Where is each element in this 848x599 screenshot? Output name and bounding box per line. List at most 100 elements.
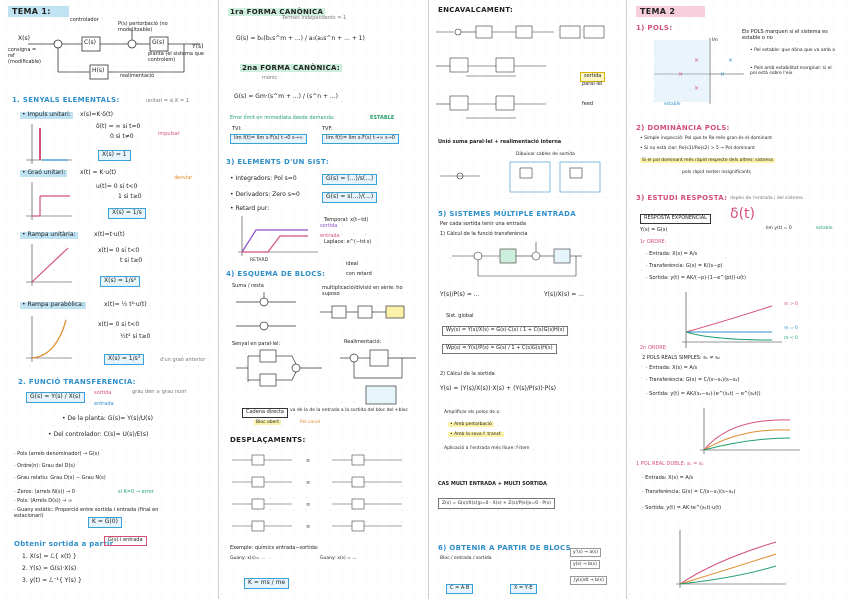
exemple-heading: Exemple: químics entrada−sortida:: [230, 546, 319, 552]
retard-plot: [238, 216, 318, 256]
column-divider: [218, 0, 219, 599]
impuls-note1: impulsar: [158, 132, 180, 138]
serie-diagram: [320, 304, 410, 332]
eq-yx: Y(s)/X(s) = ...: [544, 292, 584, 299]
ordre1-heading: 1r ORDRE:: [640, 240, 666, 246]
forma-1-eq: G(s) = b₀(b₁s^m + ...) / a₀(a₁s^n + ... …: [236, 36, 365, 43]
k-ratio-box: K = ms / me: [244, 578, 289, 589]
tema2-title: TEMA 2: [636, 6, 705, 17]
impuls-def1: δ(t) = ∞ si t=0: [96, 124, 140, 131]
dominancia-heading: 2) DOMINÀNCIA POLS:: [636, 124, 730, 132]
obtenir-heading-b: G(s) i entrada: [104, 536, 147, 546]
zeros-line: · Zeros: (arrels N(s)) → 0: [14, 490, 75, 496]
step-1: 1. X(s) = ℒ{ x(t) }: [22, 554, 77, 561]
parab-note: d'un graó anterior: [160, 358, 210, 364]
c-ab-box: C = A·B: [446, 584, 473, 594]
obtenir-blocs-heading: 6) OBTENIR A PARTIR DE BLOCS: [438, 544, 571, 552]
esquema-heading: 4) ESQUEMA DE BLOCS:: [226, 270, 325, 278]
grao-plot: [22, 182, 72, 220]
rampa-label: • Rampa unitària:: [20, 232, 78, 239]
x-ye-box: X = Y·E: [510, 584, 537, 594]
parab-def1: x(t)= 0 si t<0: [98, 322, 139, 329]
consigna-label: consigna = ref (modificable): [8, 48, 44, 65]
g-int-eq: G(s) = (...)/s(...): [322, 174, 377, 185]
dom-4: pols ràpid resten insignificants: [682, 170, 751, 175]
derivadors-line: • Derivadors: Zero s=0: [230, 192, 300, 199]
dom-3: Si el pol dominant més ràpid respecte de…: [640, 158, 775, 163]
elements-heading: 3) ELEMENTS D'UN SIST:: [226, 158, 329, 166]
forma-2-eq: G(s) = Gm·(s^m + ...) / (s^n + ...): [234, 94, 338, 101]
svg-text:≡: ≡: [306, 502, 310, 508]
x-signal-label: X(s): [18, 36, 30, 43]
impuls-note2: desviar: [174, 176, 192, 182]
tema1-title: TEMA 1:: [8, 6, 69, 17]
entrada-label: entrada: [94, 402, 114, 408]
list-item-1: y'(s) → a(s): [570, 548, 601, 557]
pols-line: · Pols (arrels denominador) → G(s): [14, 452, 99, 458]
ordre2-heading: 2n ORDRE:: [640, 346, 668, 352]
pols-note1: • Pol estable: que dóna que va amb a: [750, 48, 836, 53]
rampa-def1: x(t)= 0 si t<0: [98, 248, 139, 255]
planta-label: planta (el sistema que controlem): [148, 52, 206, 64]
svg-text:≡: ≡: [306, 480, 310, 486]
pole-plane-plot: ××× ××: [654, 38, 744, 104]
axis-im: Im: [712, 38, 718, 43]
suma-diagram: [236, 292, 306, 336]
multiple-nota: Per cada sortida tenir una entrada: [440, 222, 526, 228]
list-item-2: y(s) → b(s): [570, 560, 600, 569]
estudi-resposta-heading: 3) ESTUDI RESPOSTA:: [636, 194, 727, 202]
aplicar-note: Aplicació a l'entrada més lliure: f·item: [444, 446, 529, 451]
calc-sortida: 2) Càlcul de la sortida: [440, 372, 495, 378]
retard-label: RETARD: [250, 258, 268, 263]
retard-laplace: Laplace: e^(−td·s): [324, 240, 371, 246]
multi-multi-heading: CAS MULTI ENTRADA + MULTI SORTIDA: [438, 482, 547, 488]
svg-text:×: ×: [678, 71, 683, 78]
suma-label: Suma / resta: [232, 284, 264, 290]
dom-1: • Simple inspecció: Pol que te Re més gr…: [640, 136, 772, 141]
delta-symbol: δ(t): [730, 206, 755, 222]
rampa-plot: [22, 244, 72, 286]
guany2-label: Guany: x(s) = ...: [320, 556, 357, 561]
pols-note2: • Pols amb estabilitat marginal: si el p…: [750, 66, 836, 76]
impuls-eq: x(s)=K·δ(t): [80, 112, 113, 119]
amplif-b1: • Amb pertorbació: [448, 422, 494, 427]
pols-arrels-line: · Pols: (Arrels D(s)) → ∞: [14, 499, 72, 505]
mult-label: multiplicació/divisió en sèrie: ho supos…: [322, 286, 412, 298]
svg-text:×: ×: [694, 57, 699, 64]
forma-canonica-2-heading: 2na FORMA CANÒNICA:: [240, 64, 342, 72]
sortida2: · Sortida: y(t) = AK/(s₁−s₂)·(e^(s₁t) − …: [646, 392, 761, 398]
y-signal-label: Y(s): [192, 44, 203, 51]
impuls-plot: [22, 124, 72, 164]
desplacaments-diagrams: ≡≡≡≡: [232, 452, 412, 536]
blocs-note: Bloc / entrada / sortida: [440, 556, 492, 561]
lim-eq: lim y(t) = 0: [766, 226, 792, 231]
stable-region: estable: [664, 102, 681, 107]
retard-sortida: sortida: [320, 224, 337, 230]
cadena2-label: Bloc obert: [254, 420, 281, 425]
h-block-label: H(s): [92, 68, 104, 75]
parab-plot: [22, 316, 72, 362]
column-divider: [626, 0, 627, 599]
entrada1: · Entrada: X(s) = A/s: [646, 252, 697, 258]
grau-relatiu-line: · Grau relatiu: Grau D(s) − Grau N(s): [14, 476, 106, 482]
tvi-label: TVI:: [232, 127, 242, 133]
monic-note: mònic: [262, 76, 277, 82]
transfer-heading: 2. FUNCIÓ TRANSFERÈNCIA:: [18, 378, 136, 386]
paral-label: paral·lel: [582, 82, 602, 88]
pertorbacio-label: P(s) pertorbació (no modelitzable): [118, 22, 198, 34]
grao-box: X(s) = 1/s: [108, 208, 146, 219]
svg-text:×: ×: [720, 71, 725, 78]
grao-def2: 1 si t≥0: [118, 194, 142, 201]
transf1: · Transferència: G(s) = K/(s−p): [646, 264, 722, 270]
svg-text:×: ×: [728, 57, 733, 64]
k-note: si K=0 → error: [118, 490, 154, 496]
pols-heading: 1) POLS:: [636, 24, 672, 32]
planta-eq: • De la planta: G(s)= Y(s)/U(s): [62, 416, 153, 423]
realimentacio-label: realimentació: [120, 74, 154, 80]
step-3: 3. y(t) = ℒ⁻¹{ Y(s) }: [22, 578, 82, 585]
transf3: · Transferència: G(s) = C/(s−s₁)(s−s₂): [642, 490, 735, 496]
obtenir-heading: Obtenir sortida a partir: [14, 540, 113, 548]
unio-diagram: [440, 160, 620, 200]
pol-doble-heading: 1 POL REAL DOBLE: s₁ = s₂: [636, 462, 704, 468]
ordre1-response-plot: [682, 292, 782, 348]
